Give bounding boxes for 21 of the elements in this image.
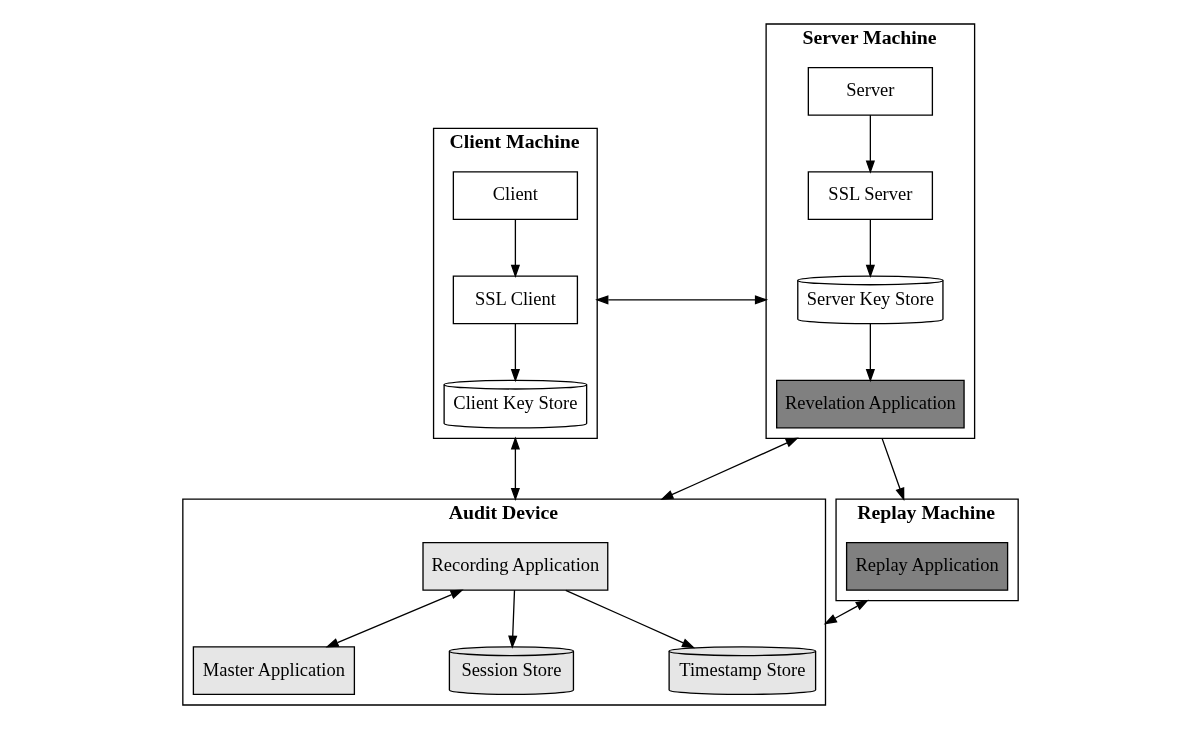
arrow xyxy=(325,589,464,648)
arrow xyxy=(594,295,768,305)
node-box: Server xyxy=(807,66,933,116)
arrow xyxy=(659,437,799,500)
node-box: Revelation Application xyxy=(775,379,965,429)
node-box: SSL Client xyxy=(452,275,578,325)
node-box: Client xyxy=(452,171,578,220)
node-box: Replay Application xyxy=(845,542,1008,591)
arrow xyxy=(507,589,517,649)
arrow xyxy=(865,323,875,383)
arrow xyxy=(564,589,695,649)
arrow xyxy=(865,218,875,279)
arrow xyxy=(823,599,869,625)
arrow xyxy=(510,436,520,502)
arrow xyxy=(880,437,904,501)
node-box: SSL Server xyxy=(807,171,933,220)
arrow xyxy=(510,218,520,279)
node-box: Master Application xyxy=(192,646,355,696)
arrow xyxy=(510,323,520,383)
arrow xyxy=(865,114,875,174)
node-box: Recording Application xyxy=(421,542,608,591)
